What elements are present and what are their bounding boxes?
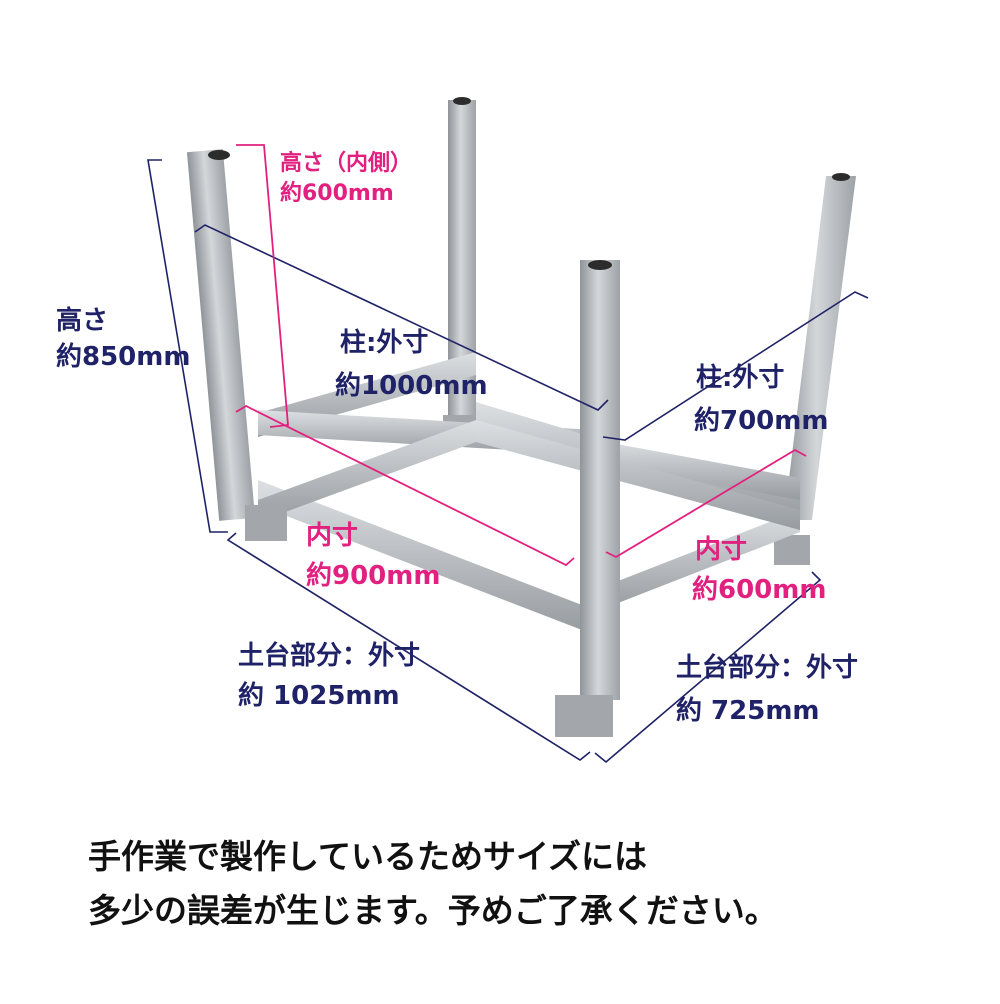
base-outer-width-title: 土台部分：外寸 [676, 653, 859, 683]
steel-frame [186, 97, 856, 737]
inner-length-title: 内寸 [306, 521, 359, 551]
inner-width-dimension-line [605, 448, 807, 559]
pillar-outer-width-title: 柱:外寸 [696, 363, 785, 393]
pillar-outer-width-dimension-line [602, 291, 869, 441]
inner-length-value: 約900mm [306, 561, 441, 591]
total-height-title: 高さ [56, 306, 109, 336]
outer-dimension-lines [147, 159, 869, 764]
inner-height-dimension-line [236, 144, 289, 428]
disclaimer-line-2: 多少の誤差が生じます。予めご了承ください。 [88, 891, 778, 930]
inner-length-dimension-line [235, 404, 575, 567]
pillar-outer-width-value: 約700mm [694, 406, 829, 436]
pillar-outer-length-value: 約1000mm [335, 371, 488, 401]
disclaimer-line-1: 手作業で製作しているためサイズには [88, 837, 648, 876]
base-outer-width-value: 約 725mm [676, 696, 820, 726]
inner-height-title: 高さ（内側） [280, 151, 413, 176]
inner-dimension-lines [235, 144, 807, 567]
inner-width-title: 内寸 [695, 535, 748, 565]
total-height-value: 約850mm [56, 342, 191, 372]
pillar-outer-length-dimension-line [194, 224, 609, 411]
base-outer-length-title: 土台部分：外寸 [238, 641, 421, 671]
base-outer-length-value: 約 1025mm [238, 681, 400, 711]
inner-width-value: 約600mm [692, 575, 827, 605]
total-height-dimension-line [147, 159, 228, 533]
base-outer-length-dimension-line [226, 532, 591, 761]
pillar-outer-length-title: 柱:外寸 [340, 328, 429, 358]
inner-height-value: 約600mm [280, 181, 394, 206]
base-outer-width-dimension-line [594, 571, 822, 764]
